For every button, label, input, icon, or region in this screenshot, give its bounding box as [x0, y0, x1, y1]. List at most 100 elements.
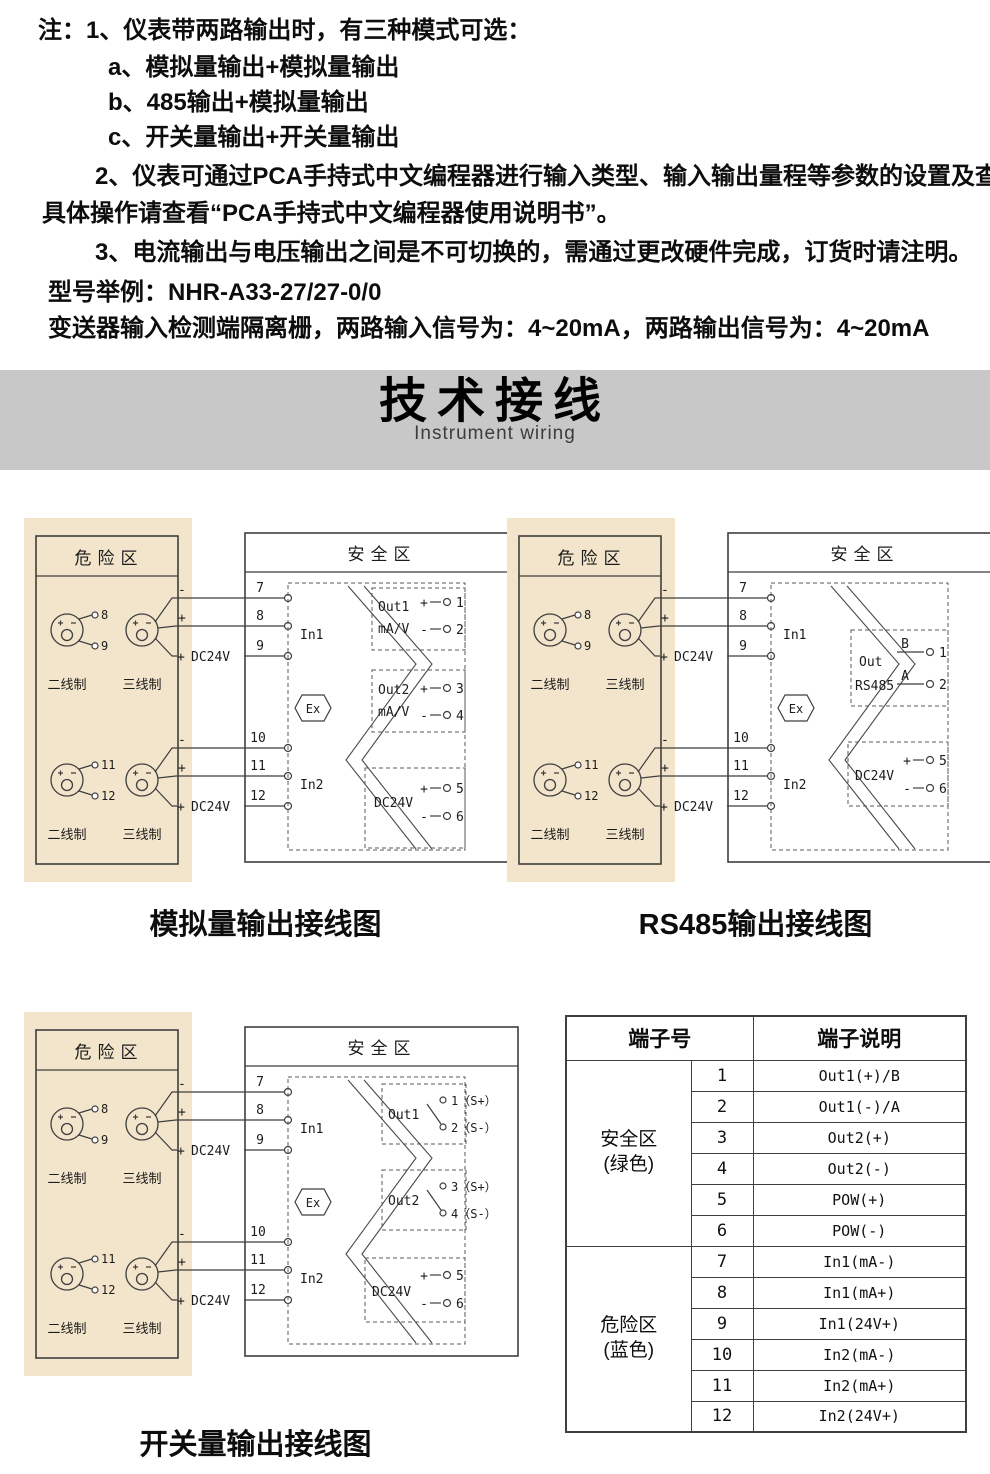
terminal-4-label: 4: [456, 709, 464, 724]
power-dc24v-label: DC24V: [855, 769, 894, 784]
terminal-desc: In2(mA-): [752, 1338, 967, 1371]
tap-11-label: 11: [101, 758, 115, 772]
out1-label: Out1: [378, 600, 409, 615]
rs485-output-block: Out RS485 B 1 A 2: [850, 629, 949, 707]
terminal-desc: In1(mA+): [752, 1276, 967, 1309]
out2-label: Out2: [378, 683, 409, 698]
model-example: 型号举例：NHR-A33-27/27-0/0: [48, 279, 382, 306]
out2-plus: +: [420, 682, 428, 697]
terminal-7-label: 7: [256, 581, 264, 596]
terminal-3-label: 3: [456, 682, 464, 697]
terminal-number: 11: [690, 1369, 754, 1402]
terminal-4-sminus-label: 4（S-）: [451, 1207, 497, 1221]
terminal-number: 6: [690, 1214, 754, 1247]
tap-9-label: 9: [101, 639, 108, 653]
terminal-desc: In2(24V+): [752, 1400, 967, 1433]
isolator-common-instance: [24, 1012, 518, 1376]
in2-plus-label: +: [178, 761, 186, 776]
in1-minus-label: -: [178, 583, 186, 598]
out1-plus: +: [420, 596, 428, 611]
terminal-2-sminus-label: 2（S-）: [451, 1121, 497, 1135]
terminal-number: 1: [690, 1059, 754, 1092]
power-dc24v-label: DC24V: [372, 1285, 411, 1300]
out1-minus: -: [420, 623, 428, 638]
terminal-no-header: 端子号: [565, 1015, 754, 1061]
terminal-desc: In2(mA+): [752, 1369, 967, 1402]
note-item-b: b、485输出+模拟量输出: [108, 89, 369, 116]
two-wire-label: 二线制: [47, 827, 86, 842]
section-title: 技术接线: [378, 375, 611, 428]
terminal-5-label: 5: [456, 782, 464, 797]
terminal-6-label: 6: [456, 810, 464, 825]
danger-zone-box: [35, 535, 179, 865]
section-banner: 技术接线 Instrument wiring: [0, 370, 990, 470]
out2-minus: -: [420, 709, 428, 724]
power-plus: +: [420, 782, 428, 797]
in1-dc24v-label: DC24V: [191, 650, 230, 665]
terminal-desc: POW(-): [752, 1214, 967, 1247]
switch-power-block: DC24V + 5 - 6: [364, 1257, 466, 1323]
analog-diagram-caption: 模拟量输出接线图: [149, 909, 382, 941]
terminal-number: 3: [690, 1121, 754, 1154]
power-dc24v-label: DC24V: [374, 796, 413, 811]
analog-out2-block: Out2 mA/V + 3 - 4: [371, 669, 466, 733]
note-line-3: 3、电流输出与电压输出之间是不可切换的，需通过更改硬件完成，订货时请注明。: [95, 239, 973, 266]
in1-label: In1: [300, 628, 323, 643]
tap-8-label: 8: [101, 608, 108, 622]
in2-label: In2: [300, 778, 323, 793]
safe-zone-group-cell: 安全区 (绿色): [565, 1059, 692, 1247]
power-plus: +: [903, 754, 911, 769]
analog-out1-block: Out1 mA/V + 1 - 2: [371, 587, 466, 651]
ex-icon: Ex: [294, 694, 332, 722]
rs485-a-label: A: [901, 669, 909, 684]
two-wire-label: 二线制: [47, 677, 86, 692]
signal-description: 变送器输入检测端隔离栅，两路输入信号为：4~20mA，两路输出信号为：4~20m…: [48, 315, 930, 342]
switch-wiring-diagram: Out1 1（S+） 2（S-） Out2 3（S+） 4（S-） DC24V …: [20, 1012, 520, 1376]
rs485-bus-label: RS485: [855, 679, 894, 694]
danger-zone-bg: [24, 518, 192, 882]
in2-minus-label: -: [178, 733, 186, 748]
power-minus: -: [420, 1297, 428, 1312]
terminal-3-splus-label: 3（S+）: [451, 1180, 497, 1194]
terminal-8-label: 8: [256, 609, 264, 624]
svg-text:Ex: Ex: [306, 702, 320, 716]
note-item-c: c、开关量输出+开关量输出: [108, 124, 400, 151]
terminal-number: 12: [690, 1400, 754, 1433]
switch-diagram-caption: 开关量输出接线图: [139, 1429, 372, 1461]
rs485-power-block: DC24V + 5 - 6: [847, 741, 949, 807]
terminal-6-label: 6: [456, 1297, 464, 1312]
three-wire-label: 三线制: [122, 677, 161, 692]
three-wire-label: 三线制: [122, 827, 161, 842]
rs485-wiring-diagram: Out RS485 B 1 A 2 DC24V + 5 - 6: [503, 518, 990, 882]
terminal-desc: Out2(+): [752, 1121, 967, 1154]
in2-transmitters: 11 12 二线制 三线制: [47, 758, 161, 842]
in1-24v-plus-label: +: [177, 650, 185, 665]
terminal-number: 7: [690, 1245, 754, 1278]
out2-label: Out2: [388, 1194, 419, 1209]
terminal-desc-header: 端子说明: [752, 1015, 967, 1061]
isolator-common: 危险区 8 9 二线制 三线制 - +: [24, 518, 519, 882]
out2-mav-label: mA/V: [378, 705, 409, 720]
danger-zone-group-cell: 危险区 (蓝色): [565, 1245, 692, 1433]
out1-mav-label: mA/V: [378, 622, 409, 637]
in1-transmitters: 8 9 二线制 三线制: [47, 608, 161, 692]
in2-24v-plus-label: +: [177, 800, 185, 815]
terminal-11-label: 11: [250, 759, 266, 774]
section-subtitle: Instrument wiring: [414, 422, 576, 444]
note-line-2b: 具体操作请查看“PCA手持式中文编程器使用说明书”。: [42, 200, 621, 227]
terminal-number: 9: [690, 1307, 754, 1340]
in2-wires: - + + DC24V 10 11 12: [154, 731, 293, 815]
analog-wiring-diagram: 危险区 8 9 二线制 三线制 - +: [24, 518, 519, 882]
terminal-number: 8: [690, 1276, 754, 1309]
analog-power-block: DC24V + 5 - 6: [364, 767, 466, 849]
note-line-1: 注：1、仪表带两路输出时，有三种模式可选：: [38, 17, 532, 44]
power-plus: +: [420, 1269, 428, 1284]
terminal-desc: Out1(-)/A: [752, 1090, 967, 1123]
terminal-5-label: 5: [456, 1269, 464, 1284]
